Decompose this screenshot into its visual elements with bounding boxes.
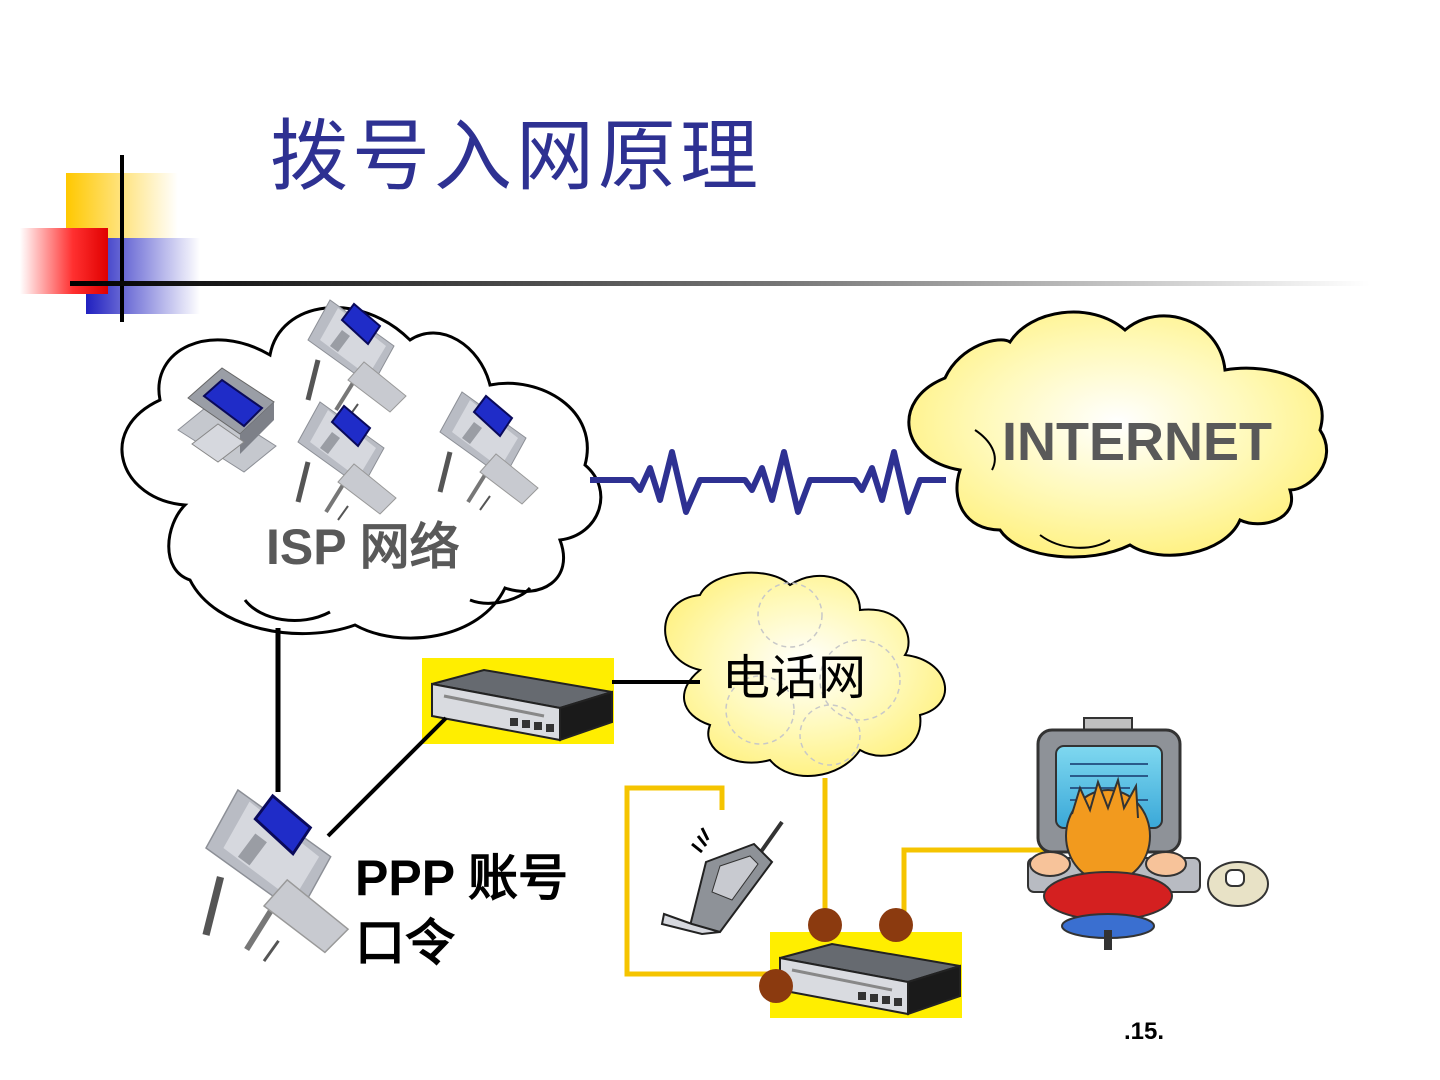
phone-network-label: 电话网 bbox=[722, 650, 867, 706]
isp-internet-link bbox=[590, 449, 946, 515]
isp-network-label: ISP 网络 bbox=[266, 519, 460, 575]
internet-label: INTERNET bbox=[1002, 412, 1272, 472]
page-number: .15. bbox=[1124, 1018, 1165, 1045]
modem-port-dot bbox=[808, 908, 842, 942]
modem-port-dot bbox=[879, 908, 913, 942]
modem-port-dot bbox=[759, 969, 793, 1003]
isp-computer-icon bbox=[177, 367, 277, 473]
modem-to-server-line bbox=[326, 716, 448, 838]
phone-network-cloud bbox=[664, 571, 947, 777]
internet-cloud bbox=[907, 310, 1328, 559]
corner-decoration bbox=[20, 155, 200, 322]
user-at-computer-icon bbox=[1027, 717, 1269, 950]
title-underline bbox=[70, 281, 1370, 286]
mobile-phone-icon bbox=[660, 820, 784, 936]
access-server-icon bbox=[206, 790, 348, 961]
slide-title: 拨号入网原理 bbox=[270, 112, 763, 202]
ppp-credentials-label: PPP 账号口令 bbox=[355, 850, 569, 971]
